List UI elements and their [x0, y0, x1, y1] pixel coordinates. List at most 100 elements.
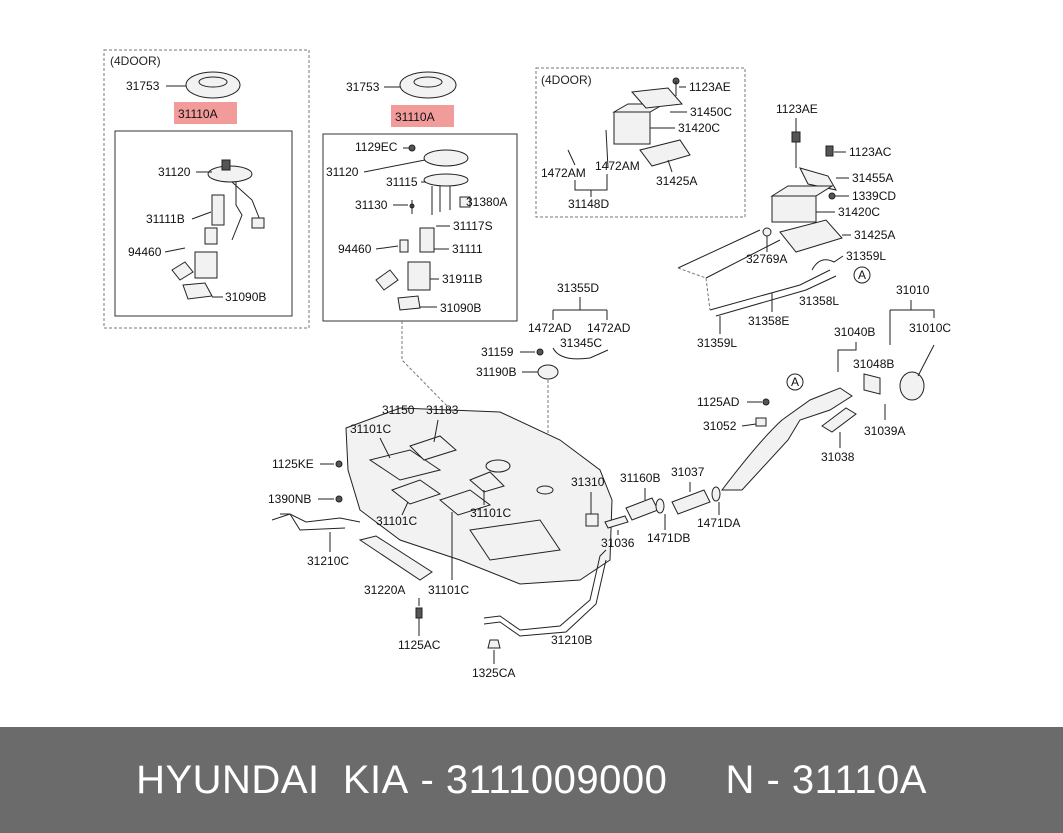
label-31359l-b: 31359L: [697, 336, 737, 350]
tank-inlet-31310: [585, 513, 599, 527]
label-94460-left: 94460: [128, 245, 162, 259]
circle-a-upper: [853, 266, 871, 284]
plate-31220a: [358, 535, 433, 581]
label-1125ke: 1125KE: [272, 457, 314, 471]
canister-31420c: [613, 111, 651, 145]
label-31425a-right: 31425A: [854, 228, 895, 242]
label-31048b: 31048B: [853, 357, 894, 371]
strap-31210b: [483, 549, 607, 631]
fuel-cap-31010: [899, 371, 925, 401]
highlight-31110a-left: [174, 102, 237, 124]
label-1123ae-right: 1123AE: [776, 102, 818, 116]
label-1129ec: 1129EC: [355, 140, 398, 154]
label-31010: 31010: [896, 283, 930, 297]
mid-pump-31111: [419, 227, 435, 253]
label-31358l: 31358L: [799, 294, 839, 308]
label-31037: 31037: [671, 465, 705, 479]
filler-pad-31038: [821, 407, 857, 433]
canister-box-header: (4DOOR): [541, 73, 592, 87]
label-1390nb: 1390NB: [268, 492, 311, 506]
left-4door-frame: [103, 49, 310, 329]
label-1472ad-a: 1472AD: [528, 321, 572, 335]
rollover-valve-31190b: [537, 364, 559, 380]
label-31117s: 31117S: [453, 219, 493, 233]
label-1125ac: 1125AC: [398, 638, 441, 652]
label-31120-mid: 31120: [326, 165, 359, 179]
label-31039a: 31039A: [864, 424, 905, 438]
vent-hose-31345c: [552, 347, 609, 360]
hose-31160b: [625, 497, 659, 521]
circle-a-lower: [786, 373, 804, 391]
tank-pump-opening: [485, 459, 511, 473]
tank-bottom-rib: [469, 519, 561, 561]
mid-pump-box: [322, 133, 518, 322]
label-31101c-a: 31101C: [350, 422, 391, 436]
label-31420c-canister: 31420C: [678, 121, 720, 135]
label-31090b-left: 31090B: [225, 290, 266, 304]
label-31101c-c: 31101C: [470, 506, 511, 520]
label-1125ad: 1125AD: [697, 395, 740, 409]
label-31159: 31159: [481, 345, 514, 359]
label-31101c-d: 31101C: [428, 583, 469, 597]
label-31359l-a: 31359L: [846, 249, 886, 263]
canister-bracket-31450c: [630, 87, 684, 109]
tank-pad-31101c-c: [438, 489, 492, 516]
part-number-banner: HYUNDAI KIA - 3111009000 N - 31110A: [0, 727, 1063, 833]
label-1123ae-canister: 1123AE: [689, 80, 731, 94]
label-1339cd: 1339CD: [852, 189, 896, 203]
label-1472am-b: 1472AM: [595, 159, 640, 173]
mid-filter-31911b: [407, 261, 431, 291]
right-vapor-lines: [677, 229, 837, 317]
label-31753-left: 31753: [126, 79, 160, 93]
label-1325ca: 1325CA: [472, 666, 515, 680]
right-tray-31425a: [779, 219, 843, 253]
tank-protector-31183: [409, 435, 458, 461]
right-canister-31420c: [771, 195, 817, 223]
filler-gasket-31048b: [863, 373, 881, 395]
label-31380a: 31380A: [466, 195, 507, 209]
filler-neck-31040b: [720, 387, 853, 491]
label-31101c-b: 31101C: [376, 514, 417, 528]
highlight-31110a-mid: [391, 105, 454, 127]
label-31911b: 31911B: [442, 272, 482, 286]
label-31010c: 31010C: [909, 321, 951, 335]
nut-1325ca: [487, 639, 501, 649]
label-31358e: 31358E: [748, 314, 789, 328]
label-31450c: 31450C: [690, 105, 732, 119]
label-31183: 31183: [426, 403, 459, 417]
label-31038: 31038: [821, 450, 855, 464]
label-31220a: 31220A: [364, 583, 405, 597]
left-pump-tube: [211, 194, 225, 226]
label-31115: 31115: [386, 175, 418, 189]
label-31160b: 31160B: [620, 471, 660, 485]
label-1123ac: 1123AC: [849, 145, 892, 159]
label-31110a-mid: 31110A: [395, 110, 435, 124]
label-31753-mid: 31753: [346, 80, 380, 94]
label-31310: 31310: [571, 475, 605, 489]
brand-text: HYUNDAI KIA: [136, 757, 409, 802]
label-31210c: 31210C: [307, 554, 349, 568]
mid-pump-flange: [423, 149, 469, 167]
mid-sender-arm: [375, 269, 399, 291]
label-circle-a-upper: A: [858, 268, 866, 282]
label-94460-mid: 94460: [338, 242, 372, 256]
label-1472am-a: 1472AM: [541, 166, 586, 180]
label-31040b: 31040B: [834, 325, 875, 339]
strap-31210c: [271, 513, 361, 523]
label-31425a-canister: 31425A: [656, 174, 697, 188]
label-31150: 31150: [382, 403, 415, 417]
label-circle-a-lower: A: [791, 375, 799, 389]
reference-number: N - 31110A: [725, 757, 927, 802]
canister-tray-31425a: [639, 139, 691, 167]
left-sender-arm: [171, 261, 194, 281]
label-31090b-mid: 31090B: [440, 301, 481, 315]
parts-diagram: (4DOOR) 31753 31110A 31120 31111B 94460 …: [103, 49, 951, 680]
label-1471da: 1471DA: [697, 516, 740, 530]
tank-pad-31101c-b: [390, 479, 442, 505]
label-31110a-left: 31110A: [178, 107, 218, 121]
left-gasket-inner: [198, 76, 228, 88]
label-31420c-right: 31420C: [838, 205, 880, 219]
label-31210b: 31210B: [551, 633, 592, 647]
label-31355d: 31355D: [557, 281, 599, 295]
mid-strainer-31090b: [397, 295, 421, 311]
